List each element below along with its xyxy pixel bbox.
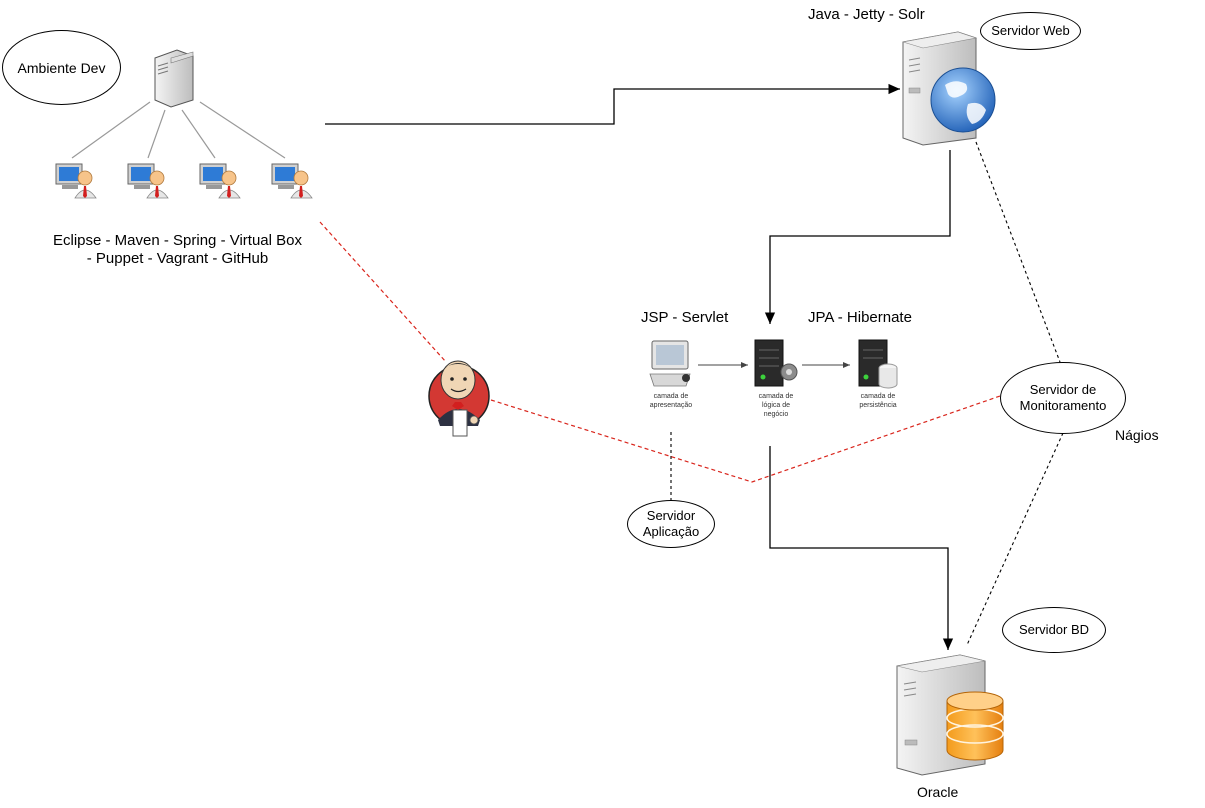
servidor-web-label: Servidor Web [991, 23, 1070, 38]
presentation-monitor-icon [649, 340, 691, 387]
persistence-server-db-icon [858, 339, 898, 389]
dev-tools-line1: Eclipse - Maven - Spring - Virtual Box [53, 232, 302, 249]
ci-links [319, 221, 1004, 483]
servidor-aplicacao-line2: Aplicação [642, 524, 700, 539]
web-to-logic-arrow [764, 150, 951, 324]
dev-tools-label: Eclipse - Maven - Spring - Virtual Box -… [30, 232, 325, 268]
dev-network-links [71, 101, 286, 159]
servidor-bd-label: Servidor BD [1018, 622, 1090, 637]
ambiente-dev-label: Ambiente Dev [17, 59, 106, 76]
camada-apresentacao-label: camada de apresentação [649, 393, 693, 409]
oracle-label: Oracle [917, 784, 959, 800]
web-server-globe-icon [902, 31, 996, 146]
app-to-db-arrow [769, 446, 954, 650]
servidor-monitoramento-line2: Monitoramento [1019, 398, 1107, 413]
camada-logica-label: camada de lógica de negócio [758, 393, 794, 418]
dev-tools-line2: - Puppet - Vagrant - GitHub [86, 250, 269, 267]
jenkins-butler-icon [428, 360, 490, 437]
web-stack-label: Java - Jetty - Solr [808, 6, 925, 23]
servidor-monitoramento-line1: Servidor de [1029, 382, 1097, 397]
servidor-aplicacao-line1: Servidor [646, 508, 696, 523]
jpa-hibernate-label: JPA - Hibernate [808, 309, 912, 326]
developer-workstation-icon [55, 163, 313, 199]
servidor-aplicacao-node: Servidor Aplicação [627, 500, 715, 548]
nagios-label: Nágios [1115, 427, 1159, 443]
monitoring-links [670, 141, 1064, 646]
servidor-bd-node: Servidor BD [1002, 607, 1106, 653]
servidor-monitoramento-node: Servidor de Monitoramento [1000, 362, 1126, 434]
logic-server-gear-icon [754, 339, 798, 387]
dev-to-web-arrow [325, 83, 900, 125]
database-server-icon [896, 654, 1004, 776]
jsp-servlet-label: JSP - Servlet [641, 309, 729, 326]
servidor-web-node: Servidor Web [980, 12, 1081, 50]
camada-persistencia-label: camada de persistência [859, 393, 897, 409]
server-tower-icon [154, 49, 194, 108]
ambiente-dev-node: Ambiente Dev [2, 30, 121, 105]
